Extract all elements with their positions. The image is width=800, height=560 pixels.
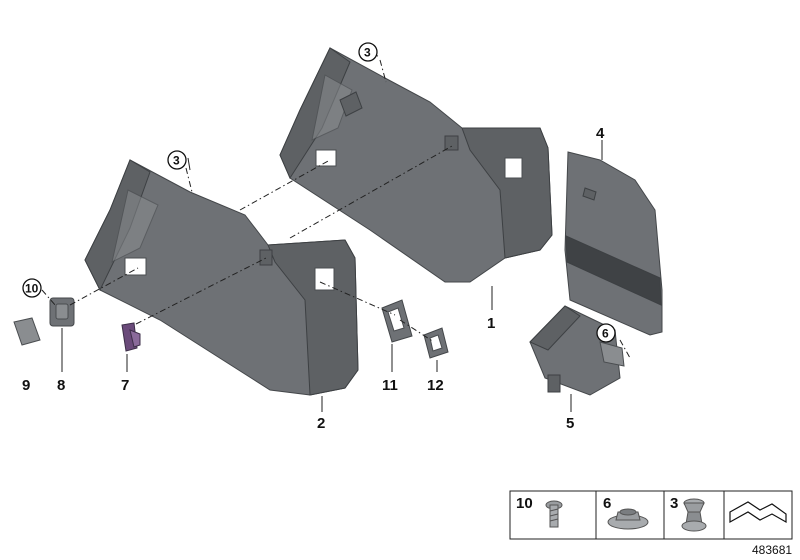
part-11-frame <box>381 299 413 343</box>
leader-lines <box>61 53 603 412</box>
callout-9: 9 <box>22 377 30 394</box>
callout-6: 6 <box>602 327 609 341</box>
legend-item-3-label: 3 <box>670 495 678 512</box>
callout-7: 7 <box>121 377 129 394</box>
assembly-lines <box>41 59 631 359</box>
flange-nut-icon <box>607 508 649 530</box>
part-8-switch-housing <box>49 297 75 327</box>
part-4-cover-panel <box>564 151 663 336</box>
callout-3a: 3 <box>364 46 371 60</box>
callout-3a-circle <box>358 42 378 62</box>
legend-item-6-label: 6 <box>603 495 611 512</box>
diagram-id: 483681 <box>752 543 792 557</box>
callouts: 1 2 4 5 7 8 9 11 12 3 3 10 6 <box>22 42 616 432</box>
callout-2: 2 <box>317 415 325 432</box>
callout-3b: 3 <box>173 154 180 168</box>
part-5-bracket <box>529 305 625 396</box>
callout-12: 12 <box>427 377 444 394</box>
callout-4: 4 <box>596 125 605 142</box>
part-7-clip <box>121 322 141 352</box>
expanding-rivet-icon <box>681 498 707 532</box>
part-12-frame <box>423 327 449 359</box>
part-2-left-trim-panel <box>84 159 359 396</box>
callout-10-circle <box>22 278 42 298</box>
callout-3b-circle <box>167 150 187 170</box>
screw-icon <box>545 500 563 528</box>
callout-5: 5 <box>566 415 574 432</box>
legend-item-10-label: 10 <box>516 495 533 512</box>
trim-shape-icon <box>729 501 787 524</box>
callout-10: 10 <box>25 282 39 296</box>
part-9-cap <box>13 317 41 346</box>
hardware-legend: 10 6 3 <box>509 490 793 540</box>
callout-8: 8 <box>57 377 65 394</box>
part-1-right-trim-panel <box>279 47 553 283</box>
callout-6-circle <box>596 323 616 343</box>
callout-11: 11 <box>382 377 398 394</box>
callout-1: 1 <box>487 315 495 332</box>
